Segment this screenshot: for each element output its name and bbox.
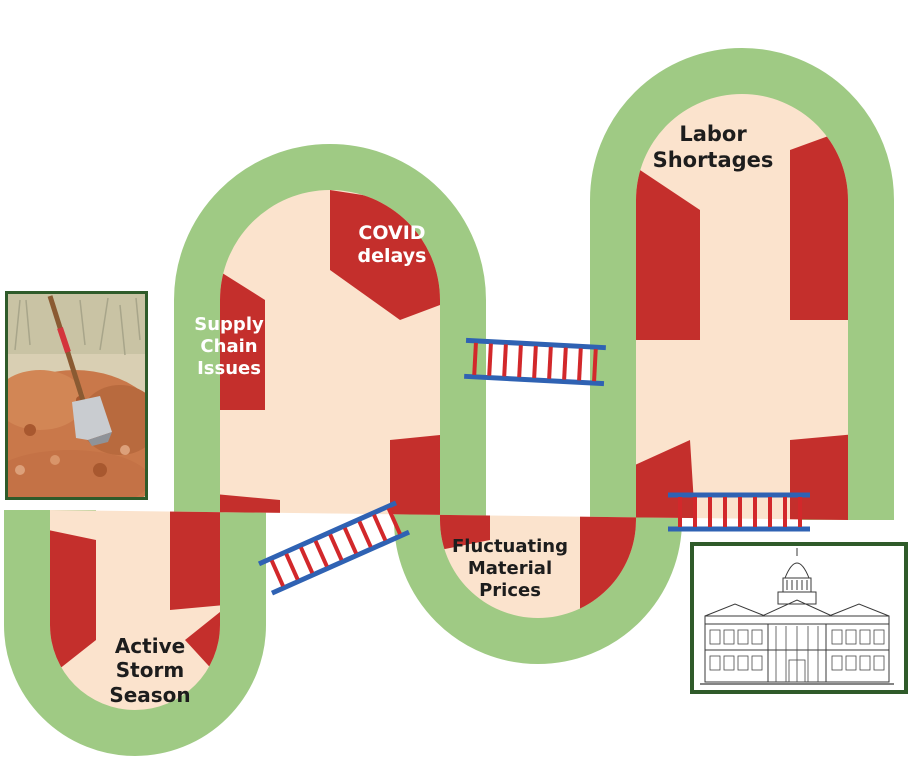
- finish-image: [690, 542, 908, 694]
- start-image: [5, 291, 148, 500]
- label-labor-shortages: Labor Shortages: [652, 122, 774, 172]
- label-covid-delays: COVID delays: [357, 222, 427, 268]
- ladder-2: [464, 337, 606, 387]
- ladder-1: [257, 500, 411, 596]
- label-supply-chain-issues: Supply Chain Issues: [194, 314, 264, 379]
- label-fluctuating-material-prices: Fluctuating Material Prices: [452, 536, 568, 601]
- label-active-storm-season: Active Storm Season: [109, 634, 191, 707]
- ladder-3: [668, 492, 810, 532]
